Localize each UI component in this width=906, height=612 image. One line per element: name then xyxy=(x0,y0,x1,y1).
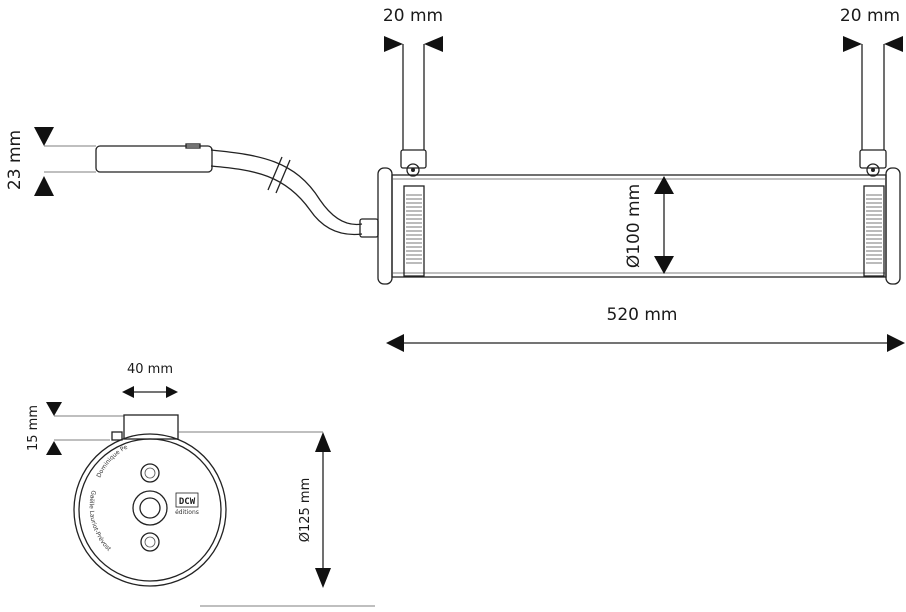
break-mark xyxy=(267,156,283,191)
side-view: 20 mm 20 mm xyxy=(5,6,905,352)
arrow-left-icon xyxy=(884,36,903,52)
screw-icon xyxy=(866,163,880,177)
dimension-mount-width: 40 mm xyxy=(122,362,178,398)
arrow-right-icon xyxy=(166,386,178,398)
designer-text-1: Dominique Perrault xyxy=(0,0,129,479)
dimension-bracket-right: 20 mm xyxy=(840,6,903,52)
dimension-driver-height: 23 mm xyxy=(5,127,96,196)
brand-logo: DCW éditions xyxy=(175,492,199,516)
arrow-down-icon xyxy=(34,127,54,146)
dimension-endcap-diameter: Ø125 mm xyxy=(178,431,331,588)
dimension-tube-diameter: Ø100 mm xyxy=(624,176,674,274)
clamp-ribs-right xyxy=(866,194,882,264)
logo-text: DCW xyxy=(179,497,196,507)
screw-icon xyxy=(406,163,420,177)
mount-plate xyxy=(123,414,179,440)
arrow-up-icon xyxy=(654,176,674,194)
break-mark xyxy=(275,159,291,194)
arrow-right-icon xyxy=(843,36,862,52)
screw-icon xyxy=(140,532,160,552)
label-overall-length: 520 mm xyxy=(607,305,678,325)
arrow-up-icon xyxy=(46,441,62,455)
dimension-mount-height: 15 mm xyxy=(26,402,124,455)
bracket-right xyxy=(859,44,887,177)
arrow-up-icon xyxy=(34,176,54,196)
mount-tab xyxy=(111,431,123,441)
arrow-up-icon xyxy=(315,432,331,452)
label-driver-height: 23 mm xyxy=(5,130,25,190)
arrow-down-icon xyxy=(46,402,62,416)
label-endcap-diameter: Ø125 mm xyxy=(298,478,313,543)
cable-entry xyxy=(132,490,168,526)
label-mount-height: 15 mm xyxy=(26,405,41,451)
designer-text-2: Gaëlle Lauriot-Prévost xyxy=(88,489,113,553)
arrow-left-icon xyxy=(122,386,134,398)
label-mount-width: 40 mm xyxy=(127,362,173,377)
driver-box xyxy=(95,143,213,173)
arrow-left-icon xyxy=(386,334,404,352)
endcap-outer xyxy=(73,433,227,587)
end-view: 40 mm 15 mm Dominique Perrault Gaë xyxy=(0,0,375,607)
arrow-down-icon xyxy=(315,568,331,588)
clamp-ribs-left xyxy=(406,194,422,264)
cable-gland xyxy=(359,218,379,238)
arrow-left-icon xyxy=(424,36,443,52)
logo-subtext: éditions xyxy=(175,509,199,516)
screw-icon xyxy=(140,463,160,483)
dimension-bracket-left: 20 mm xyxy=(383,6,443,52)
arrow-down-icon xyxy=(654,256,674,274)
cable xyxy=(210,149,379,238)
endcap-inner xyxy=(78,438,222,582)
dimension-overall-length: 520 mm xyxy=(386,305,905,352)
label-tube-diameter: Ø100 mm xyxy=(624,184,644,268)
arrow-right-icon xyxy=(384,36,403,52)
label-bracket-left-width: 20 mm xyxy=(383,6,443,26)
arrow-right-icon xyxy=(887,334,905,352)
label-bracket-right-width: 20 mm xyxy=(840,6,900,26)
bracket-left xyxy=(400,44,427,177)
tube-body xyxy=(377,167,901,285)
